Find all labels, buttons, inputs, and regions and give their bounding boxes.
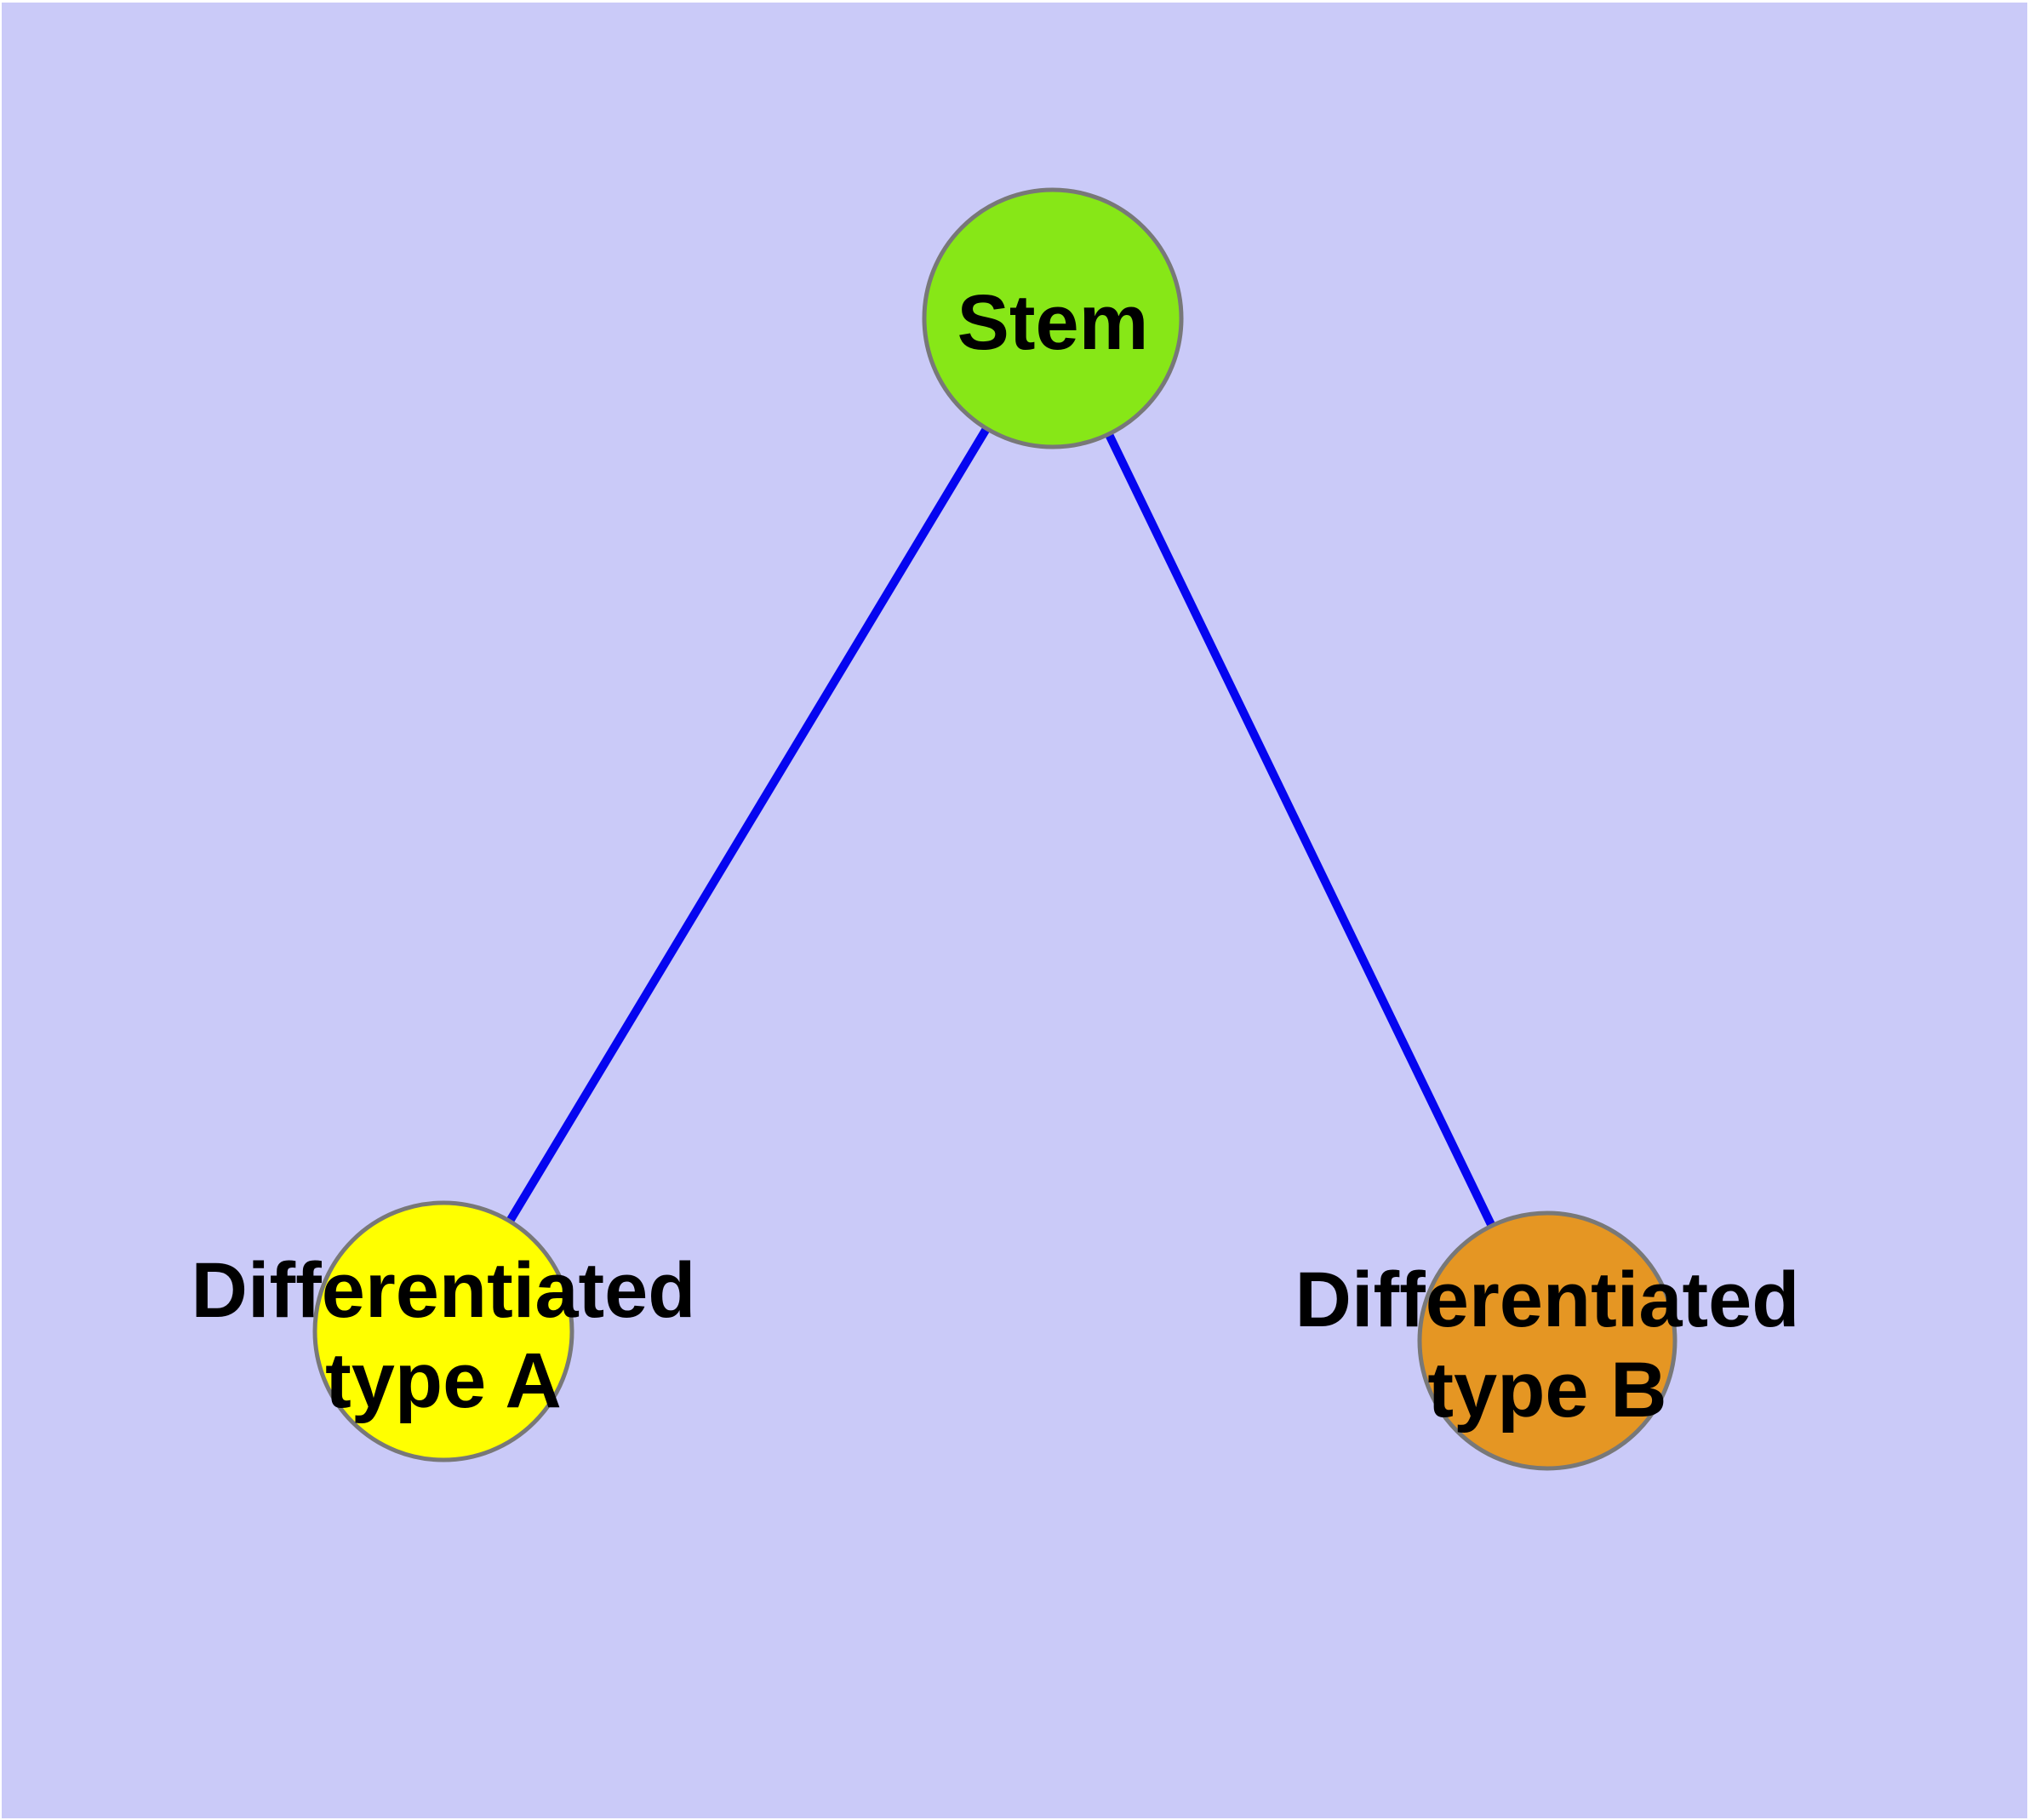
node-label-line: Stem <box>957 279 1149 366</box>
page-margin-left <box>0 0 2 1820</box>
edges-layer <box>439 316 1552 1343</box>
page-margin-top <box>0 0 2029 3</box>
node-label-line: Differentiated <box>191 1247 696 1334</box>
node-label-line: Differentiated <box>1295 1256 1800 1343</box>
node-label-line: type A <box>325 1337 562 1424</box>
node-circle-stem <box>922 187 1184 449</box>
page-margin-right <box>2027 0 2029 1820</box>
node-label-stem: Stem <box>957 279 1149 366</box>
edge-stem-to-differentiated-type-b <box>1049 316 1552 1343</box>
page-margin-bottom <box>0 1818 2029 1820</box>
node-circle-differentiated-type-a <box>312 1200 574 1462</box>
node-label-line: type B <box>1427 1347 1666 1434</box>
node-circle-differentiated-type-b <box>1417 1210 1677 1471</box>
edge-stem-to-differentiated-type-a <box>439 316 1057 1334</box>
